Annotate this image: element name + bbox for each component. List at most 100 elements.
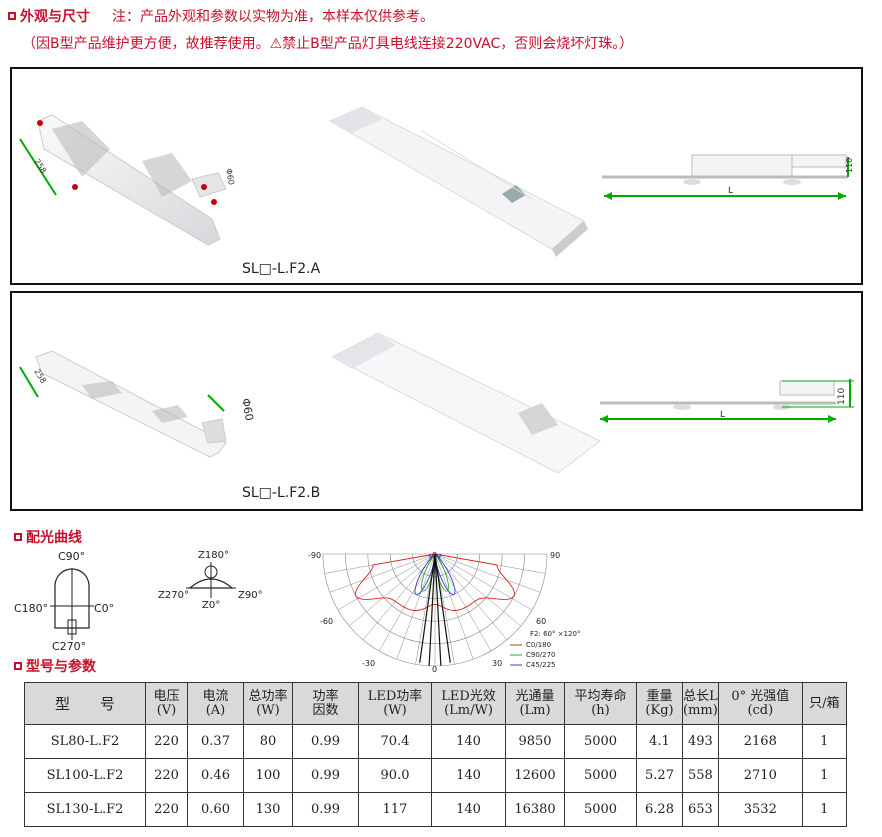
section-title-light-curve: 配光曲线 bbox=[14, 527, 82, 547]
table-cell: 220 bbox=[145, 758, 188, 793]
c-top-label: C90° bbox=[58, 550, 85, 563]
polar-spoke bbox=[329, 553, 436, 593]
bullet-icon bbox=[14, 662, 22, 670]
col-header: 重量(Kg) bbox=[636, 682, 683, 725]
table-cell: 9850 bbox=[505, 724, 565, 759]
curve-c0-180 bbox=[355, 553, 515, 611]
polar-spoke bbox=[434, 553, 474, 660]
bullet-icon bbox=[14, 533, 22, 541]
curve-core-beam bbox=[419, 553, 436, 663]
z-bottom-label: Z0° bbox=[202, 600, 220, 611]
legend-c0: C0/180 bbox=[526, 641, 551, 649]
note-line-1: 注：产品外观和参数以实物为准，本样本仅供参考。 bbox=[112, 9, 434, 25]
col-header: 总长L(mm) bbox=[682, 682, 719, 725]
col-header: 功率因数 bbox=[292, 682, 359, 725]
polar-angle-label: 0 bbox=[432, 665, 437, 674]
table-cell: 220 bbox=[145, 724, 188, 759]
table-cell: 493 bbox=[682, 724, 719, 759]
dim-length-label: L bbox=[728, 186, 733, 196]
table-cell: 12600 bbox=[505, 758, 565, 793]
col-header: 电压(V) bbox=[145, 682, 188, 725]
polar-curves bbox=[355, 553, 515, 666]
table-cell: 4.1 bbox=[636, 724, 683, 759]
dim-length-label-b: L bbox=[720, 410, 725, 420]
table-cell: 70.4 bbox=[358, 724, 432, 759]
col-header: 总功率(W) bbox=[243, 682, 293, 725]
table-cell: 1 bbox=[801, 724, 847, 759]
table-cell: 0.99 bbox=[292, 792, 359, 827]
polar-angle-label: 90 bbox=[550, 551, 560, 560]
table-cell: 1 bbox=[801, 758, 847, 793]
table-cell: 0.60 bbox=[187, 792, 244, 827]
dim-height-label: 110 bbox=[845, 158, 854, 173]
z-left-label: Z270° bbox=[158, 590, 189, 601]
panel-a-drawings: 258 Φ60 L 110 bbox=[19, 106, 854, 257]
col-header: 只/箱 bbox=[801, 682, 847, 725]
table-cell: 0.46 bbox=[187, 758, 244, 793]
z-top-label: Z180° bbox=[198, 550, 229, 561]
legend-c45: C45/225 bbox=[526, 661, 556, 669]
table-cell: 140 bbox=[431, 792, 506, 827]
polar-spoke bbox=[349, 553, 436, 627]
lamp-a-perspective-drawing bbox=[19, 114, 227, 246]
polar-spoke bbox=[434, 553, 508, 640]
col-header: 平均寿命(h) bbox=[564, 682, 637, 725]
table-header-row: 型 号 电压(V) 电流(A) 总功率(W) 功率因数 LED功率(W) LED… bbox=[24, 682, 847, 725]
lamp-b-side-drawing bbox=[600, 379, 854, 423]
col-header: LED光效(Lm/W) bbox=[431, 682, 506, 725]
table-cell: SL130-L.F2 bbox=[24, 792, 146, 827]
z-right-label: Z90° bbox=[238, 590, 263, 601]
polar-spoke bbox=[434, 553, 521, 627]
polar-spoke bbox=[434, 553, 533, 611]
panel-model-b: 258 Φ60 L 110 SL□-L.F2.B bbox=[10, 291, 863, 511]
polar-angle-label: 0 bbox=[432, 551, 437, 560]
polar-grid bbox=[322, 553, 548, 667]
table-cell: 6.28 bbox=[636, 792, 683, 827]
polar-angle-label: 60 bbox=[536, 617, 546, 626]
lamp-b-perspective-drawing bbox=[19, 350, 227, 458]
curve-core-beam bbox=[434, 553, 451, 663]
table-cell: 2710 bbox=[717, 758, 803, 793]
section-title-params: 型号与参数 bbox=[14, 656, 96, 676]
dim-pipe-label-b: Φ60 bbox=[239, 397, 256, 422]
table-cell: 5000 bbox=[564, 792, 637, 827]
polar-angle-label: -30 bbox=[362, 659, 375, 668]
model-label-b: SL□-L.F2.B bbox=[242, 485, 321, 501]
legend-c90: C90/270 bbox=[526, 651, 556, 659]
table-cell: 100 bbox=[243, 758, 293, 793]
c-plane-lamp-outline bbox=[54, 568, 90, 629]
curve-core-beam bbox=[434, 553, 442, 666]
polar-spoke bbox=[415, 553, 436, 665]
section-title-appearance: 外观与尺寸 bbox=[8, 6, 90, 26]
model-label-a: SL□-L.F2.A bbox=[242, 261, 321, 277]
col-header: LED功率(W) bbox=[358, 682, 432, 725]
dim-height-label-b: 110 bbox=[837, 388, 847, 405]
panel-b-drawings: 258 Φ60 L 110 bbox=[19, 332, 854, 474]
table-cell: 5.27 bbox=[636, 758, 683, 793]
col-header: 电流(A) bbox=[187, 682, 244, 725]
polar-spoke bbox=[434, 553, 541, 593]
table-cell: 5000 bbox=[564, 724, 637, 759]
lamp-b-3d-drawing bbox=[330, 332, 601, 474]
table-cell: 140 bbox=[431, 758, 506, 793]
polar-spoke bbox=[434, 553, 455, 665]
table-cell: 117 bbox=[358, 792, 432, 827]
table-cell: SL80-L.F2 bbox=[24, 724, 146, 759]
table-cell: 90.0 bbox=[358, 758, 432, 793]
polar-spoke bbox=[396, 553, 436, 660]
c-left-label: C180° bbox=[14, 602, 48, 615]
polar-spoke bbox=[337, 553, 436, 611]
polar-angle-label: -60 bbox=[320, 617, 333, 626]
table-cell: 16380 bbox=[505, 792, 565, 827]
curve-core-beam bbox=[428, 553, 436, 666]
table-cell: 140 bbox=[431, 724, 506, 759]
polar-spoke bbox=[362, 553, 436, 640]
table-cell: 3532 bbox=[717, 792, 803, 827]
polar-chart: -90 0 90 -60 60 -30 30 0 F2: 60° ×120° C… bbox=[308, 551, 580, 674]
c-plane-diagram: C90° C180° C0° C270° Z180° Z270° Z90° Z0… bbox=[14, 550, 263, 653]
lamp-a-3d-drawing bbox=[328, 106, 588, 257]
table-cell: SL100-L.F2 bbox=[24, 758, 146, 793]
